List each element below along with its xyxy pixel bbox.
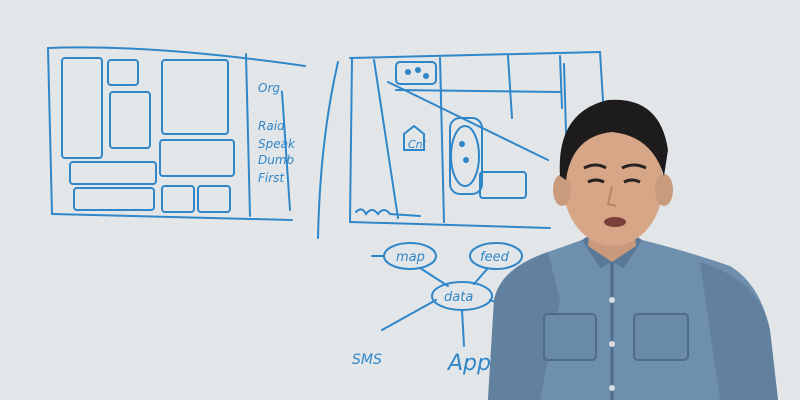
face: [563, 122, 663, 246]
shirt-button-3: [609, 385, 615, 391]
left-sketch-top-edge: [47, 46, 306, 67]
data-diagram: [371, 242, 523, 347]
map-dot-5: [463, 157, 469, 163]
left-checklist: Org. Raid Speak Dumb First: [258, 81, 296, 185]
checklist-item-1: Org.: [258, 81, 284, 95]
right-sketch-bracket: [317, 61, 339, 239]
right-sketch-top-edge: [349, 51, 601, 59]
shirt-pocket-left: [543, 313, 597, 361]
data-to-sms-link: [381, 299, 437, 331]
right-ear: [655, 174, 673, 206]
shirt-button-1: [609, 297, 615, 303]
diagram-node-feed: feed: [480, 250, 510, 265]
checklist-item-4: Dumb: [258, 153, 295, 167]
nose: [606, 185, 617, 207]
shirt-right-shade: [700, 262, 778, 400]
right-sketch: [317, 51, 607, 239]
right-sketch-left-edge: [349, 57, 353, 223]
person-presenter: [488, 99, 778, 400]
map-road-2: [387, 81, 549, 161]
checklist-item-2: Raid: [258, 119, 285, 133]
right-sketch-bottom-edge: [349, 221, 551, 229]
map-to-data-link: [419, 267, 449, 287]
left-panel-box-9: [197, 185, 231, 213]
diagram-output-app: App: [446, 351, 491, 376]
shirt-button-2: [609, 341, 615, 347]
left-sketch-divider: [245, 53, 251, 217]
map-marker-group: [395, 61, 437, 85]
left-panel-box-5: [159, 139, 235, 177]
map-info-card: [479, 171, 527, 199]
feed-to-data-link: [473, 267, 489, 285]
hair: [559, 99, 668, 180]
left-panel-box-2: [107, 59, 139, 86]
map-dot-3: [423, 73, 429, 79]
feed-node-outline: [469, 242, 523, 270]
left-ear: [553, 174, 571, 206]
checklist-item-3: Speak: [258, 137, 296, 151]
left-panel-box-3: [109, 91, 151, 149]
map-dot-4: [459, 141, 465, 147]
map-dots: [405, 67, 469, 163]
diagram-node-map: map: [396, 250, 425, 265]
map-dot-1: [405, 69, 411, 75]
map-road-4: [507, 55, 513, 119]
diagram-node-data: data: [444, 290, 473, 305]
left-sketch: [47, 46, 306, 221]
map-road-3: [439, 57, 445, 223]
map-label-cnl: Cnl: [408, 138, 426, 151]
shirt-pocket-right: [633, 313, 689, 361]
left-panel-box-6: [69, 161, 157, 185]
right-eye: [623, 178, 641, 184]
map-phone-outline: [449, 117, 483, 195]
left-sketch-bottom-edge: [51, 213, 293, 221]
right-eyebrow: [621, 163, 647, 170]
map-tree-line: [355, 208, 421, 217]
data-to-app-link: [461, 309, 465, 347]
left-sketch-sidebar-scroll: [281, 91, 291, 211]
left-eye: [587, 178, 605, 184]
map-house-shape: [403, 124, 425, 151]
diagram-output-sms: SMS: [352, 352, 382, 368]
left-panel-box-1: [61, 57, 103, 159]
checklist-item-5: First: [258, 171, 285, 185]
shirt-left-shade: [488, 252, 560, 400]
map-road-1: [373, 59, 399, 219]
map-road-5: [559, 55, 563, 109]
left-sketch-left-edge: [47, 47, 53, 215]
left-panel-box-7: [73, 187, 155, 211]
left-eyebrow: [583, 163, 607, 170]
left-panel-box-4: [161, 59, 229, 135]
map-road-6: [395, 89, 561, 93]
left-panel-box-8: [161, 185, 195, 213]
map-dot-2: [415, 67, 421, 73]
mouth: [604, 217, 626, 227]
